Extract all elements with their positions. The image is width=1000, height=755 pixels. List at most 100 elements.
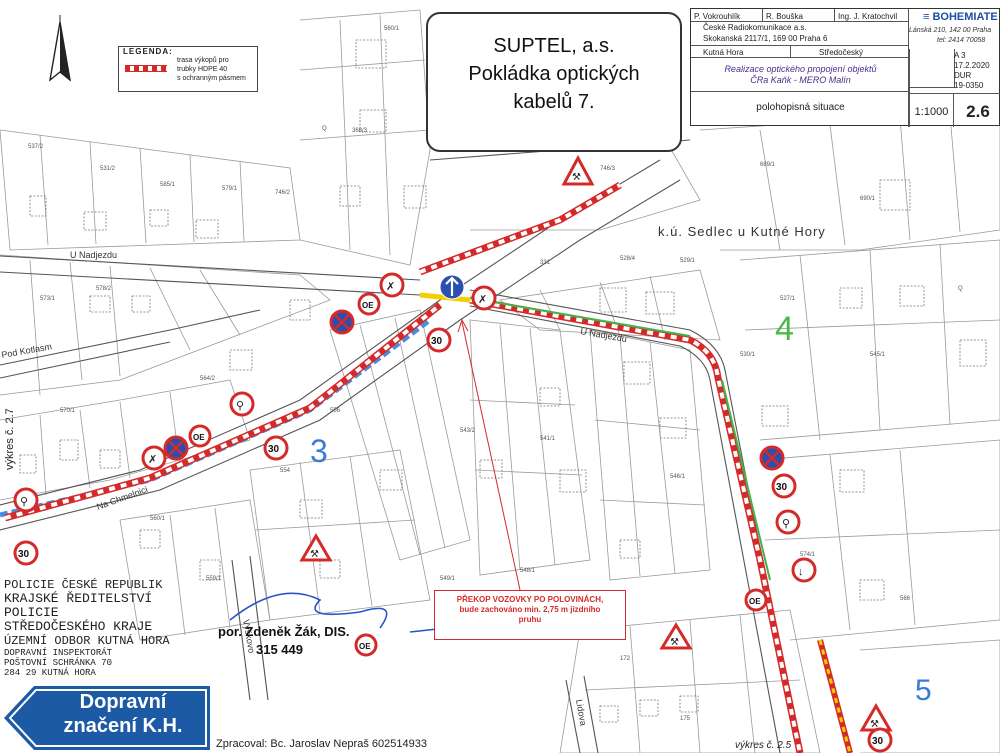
speed-limit-30-sign-icon: 30: [771, 473, 797, 499]
svg-text:528/4: 528/4: [620, 256, 636, 262]
svg-text:564/2: 564/2: [200, 376, 216, 382]
svg-text:OE: OE: [362, 301, 374, 310]
svg-text:690/1: 690/1: [860, 196, 876, 202]
svg-text:✗: ✗: [148, 454, 157, 466]
svg-text:529/1: 529/1: [680, 258, 696, 264]
end-of-restriction-sign-icon: OE: [188, 424, 212, 448]
police-approval-stamp: POLICIE ČESKÉ REPUBLIK KRAJSKÉ ŘEDITELST…: [4, 578, 170, 678]
svg-text:541/1: 541/1: [540, 436, 556, 442]
pedestrian-sign-icon: ✗: [379, 272, 405, 298]
svg-text:OE: OE: [749, 597, 761, 606]
traffic-signs: ⚒ ⚒ ⚒ ⚒ ✗ ✗ ⚲ ✗ ⚲ ⚲ ↓ 30 30 30 30 30 OE …: [13, 154, 893, 753]
end-of-restriction-sign-icon: OE: [354, 633, 378, 657]
svg-text:556: 556: [330, 408, 341, 414]
cadastral-area-label: k.ú. Sedlec u Kutné Hory: [658, 224, 826, 239]
street-label: Lidova: [574, 699, 588, 727]
svg-text:172: 172: [620, 656, 631, 662]
sheet-reference-bottom: výkres č. 2.5: [735, 740, 792, 751]
svg-text:549/1: 549/1: [440, 576, 456, 582]
svg-text:573/1: 573/1: [40, 296, 56, 302]
svg-text:570/1: 570/1: [60, 408, 76, 414]
town-value: Kutná Hora: [703, 48, 744, 57]
speed-limit-30-sign-icon: 30: [263, 435, 289, 461]
sheet-reference-left: výkres č. 2.7: [4, 408, 16, 470]
legend-heading: LEGENDA:: [123, 47, 173, 56]
svg-text:✗: ✗: [478, 294, 487, 306]
svg-text:559/1: 559/1: [206, 576, 222, 582]
svg-text:30: 30: [18, 549, 30, 560]
svg-text:⚲: ⚲: [236, 400, 244, 412]
pedestrian-sign-icon: ↓: [791, 557, 817, 583]
section-number-4: 4: [775, 310, 794, 348]
sheet-number-value: 2.6: [954, 93, 1000, 127]
svg-text:⚒: ⚒: [670, 637, 679, 648]
pedestrian-sign-icon: ⚲: [229, 391, 255, 417]
dopravni-znaceni-badge: Dopravní značení K.H.: [4, 686, 210, 750]
legend-box: LEGENDA: trasa výkopů pro trubky HDPE 40…: [118, 46, 258, 92]
end-of-restriction-sign-icon: OE: [357, 292, 381, 316]
svg-text:OE: OE: [359, 642, 371, 651]
drawn-by-value: R. Bouška: [766, 12, 803, 21]
svg-text:OE: OE: [193, 433, 205, 442]
svg-text:578/2: 578/2: [96, 286, 112, 292]
officer-name: por. Zdeněk Žák, DIS.: [218, 624, 350, 639]
company-phone: tel: 2414 70058: [937, 37, 986, 44]
roadworks-warning-sign-icon: ⚒: [299, 533, 333, 562]
badge-text: Dopravní značení K.H.: [63, 691, 183, 737]
no-stopping-sign-icon: [163, 435, 189, 461]
svg-text:⚲: ⚲: [782, 518, 790, 530]
route-blue: [0, 318, 432, 518]
no-stopping-sign-icon: [329, 309, 355, 335]
svg-text:746/2: 746/2: [275, 190, 291, 196]
mandatory-direction-sign-icon: [439, 274, 465, 300]
svg-text:⚲: ⚲: [20, 496, 28, 508]
svg-text:574/1: 574/1: [800, 552, 816, 558]
no-stopping-sign-icon: [759, 445, 785, 471]
company-address: Lánská 210, 142 00 Praha: [909, 27, 992, 34]
svg-text:⚒: ⚒: [870, 719, 879, 730]
svg-text:579/1: 579/1: [222, 186, 238, 192]
project-name-line-1: Realizace optického propojení objektů: [724, 64, 877, 74]
date-value: 17.2.2020: [954, 61, 990, 70]
svg-text:30: 30: [268, 444, 280, 455]
pedestrian-sign-icon: ✗: [471, 285, 497, 311]
pedestrian-sign-icon: ✗: [141, 445, 167, 471]
svg-text:560/1: 560/1: [384, 26, 400, 32]
pedestrian-sign-icon: ⚲: [775, 509, 801, 535]
svg-text:✗: ✗: [386, 281, 395, 293]
officer-number: 315 449: [256, 642, 303, 657]
svg-text:585/1: 585/1: [160, 182, 176, 188]
svg-text:746/3: 746/3: [600, 166, 616, 172]
section-number-3: 3: [310, 433, 328, 469]
svg-text:⚒: ⚒: [572, 172, 581, 183]
svg-text:30: 30: [872, 736, 884, 747]
street-label: Pod Kotlasm: [1, 341, 53, 360]
scale-value: 1:1000: [910, 93, 954, 127]
svg-text:↓: ↓: [798, 566, 804, 578]
svg-text:30: 30: [431, 336, 443, 347]
project-title-box: SUPTEL, a.s. Pokládka optických kabelů 7…: [426, 12, 682, 152]
checked-by-value: Ing. J. Kratochvil: [838, 12, 898, 21]
investor-line-2: Skokanská 2117/1, 169 00 Praha 6: [703, 34, 828, 43]
roadworks-warning-sign-icon: ⚒: [859, 703, 893, 732]
company-brand: ≡ BOHEMIATE: [923, 11, 998, 23]
svg-text:⚒: ⚒: [310, 549, 319, 560]
roadworks-warning-sign-icon: ⚒: [561, 154, 595, 186]
title-line-1: SUPTEL, a.s.: [493, 35, 615, 57]
buildings: [19, 39, 987, 723]
roadworks-note: PŘEKOP VOZOVKY PO POLOVINÁCH, bude zacho…: [434, 590, 626, 640]
street-label: U Nadjezdu: [70, 250, 117, 260]
author-credit: Zpracoval: Bc. Jaroslav Nepraš 602514933: [216, 738, 427, 750]
format-value: A 3: [954, 51, 966, 60]
svg-text:527/1: 527/1: [780, 296, 796, 302]
title-line-2: Pokládka optických: [468, 63, 640, 85]
svg-text:175: 175: [680, 716, 691, 722]
legend-item-text: trasa výkopů pro trubky HDPE 40 s ochran…: [177, 57, 246, 82]
stage-value: DUR: [954, 71, 972, 80]
roadworks-warning-sign-icon: ⚒: [659, 622, 693, 650]
speed-limit-30-sign-icon: 30: [867, 727, 893, 753]
drawing-name-value: polohopisná situace: [691, 92, 909, 127]
svg-text:530/1: 530/1: [740, 352, 756, 358]
designer-value: P. Vokrouhlík: [694, 12, 741, 21]
